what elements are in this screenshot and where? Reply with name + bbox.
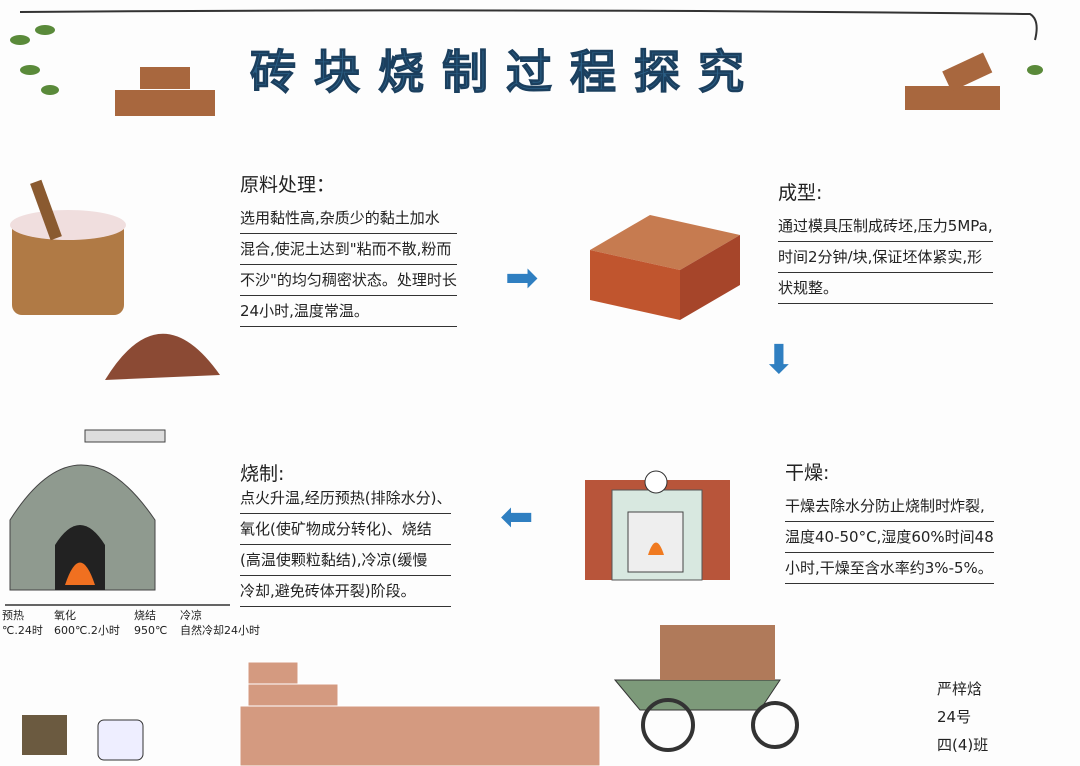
wooden-bucket-icon: [10, 179, 126, 315]
text-line: 温度40-50°C,湿度60%时间48: [785, 522, 994, 553]
section-heading: 成型:: [778, 182, 823, 204]
text-line: 选用黏性高,杂质少的黏土加水: [240, 203, 457, 234]
section-firing: 烧制: 点火升温,经历预热(排除水分)、 氧化(使矿物成分转化)、烧结 (高温使…: [240, 463, 452, 607]
text-line: 冷却,避免砖体开裂)阶段。: [240, 576, 452, 607]
section-heading: 烧制:: [240, 463, 285, 485]
text-line: 小时,干燥至含水率约3%-5%。: [785, 553, 994, 584]
arrow-left-icon: ⬅: [500, 494, 534, 540]
section-heading: 干燥:: [785, 462, 830, 484]
text-line: 混合,使泥土达到"粘而不散,粉而: [240, 234, 457, 265]
brick-wall-icon: [239, 661, 601, 766]
author-number: 24号: [937, 708, 972, 726]
bricks-left-icon: [115, 67, 215, 116]
brick-cube-icon: [590, 215, 740, 320]
bricks-right-icon: [905, 52, 1000, 110]
text-line: 点火升温,经历预热(排除水分)、: [240, 483, 452, 514]
border-line: [19, 9, 1038, 41]
trowel-icon: [22, 715, 67, 755]
section-forming: 成型: 通过模具压制成砖坯,压力5MPa, 时间2分钟/块,保证坯体紧实,形 状…: [778, 178, 993, 304]
text-line: 状规整。: [778, 273, 993, 304]
clay-pile-icon: [105, 333, 220, 380]
text-line: 氧化(使矿物成分转化)、烧结: [240, 514, 452, 545]
page-title: 砖块烧制过程探究: [250, 45, 762, 100]
section-drying: 干燥: 干燥去除水分防止烧制时炸裂, 温度40-50°C,湿度60%时间48 小…: [785, 458, 994, 584]
section-raw-material: 原料处理： 选用黏性高,杂质少的黏土加水 混合,使泥土达到"粘而不散,粉而 不沙…: [240, 170, 457, 327]
arrow-right-icon: ➡: [505, 255, 539, 301]
text-line: 时间2分钟/块,保证坯体紧实,形: [778, 242, 993, 273]
timeline-stage: 预热℃.24时: [2, 609, 43, 637]
text-line: 通过模具压制成砖坯,压力5MPa,: [778, 211, 993, 242]
drying-oven-icon: [585, 470, 730, 581]
vine-leaves-icon: [10, 25, 1043, 95]
text-line: 不沙"的均匀稠密状态。处理时长: [240, 265, 457, 296]
author-name: 严梓焓: [937, 680, 983, 698]
author-class: 四(4)班: [937, 736, 989, 754]
text-line: (高温使颗粒黏结),冷凉(缓慢: [240, 545, 452, 576]
timeline-stage: 冷凉自然冷却24小时: [180, 609, 260, 637]
arrow-down-icon: ⬇: [762, 337, 796, 383]
wheelbarrow-icon: [613, 625, 799, 752]
section-heading: 原料处理：: [240, 174, 336, 196]
text-line: 24小时,温度常温。: [240, 296, 457, 327]
paint-bucket-icon: [97, 719, 144, 761]
kiln-icon: [9, 429, 166, 591]
author-info: 严梓焓 24号 四(4)班: [937, 675, 988, 759]
text-line: 干燥去除水分防止烧制时炸裂,: [785, 491, 994, 522]
